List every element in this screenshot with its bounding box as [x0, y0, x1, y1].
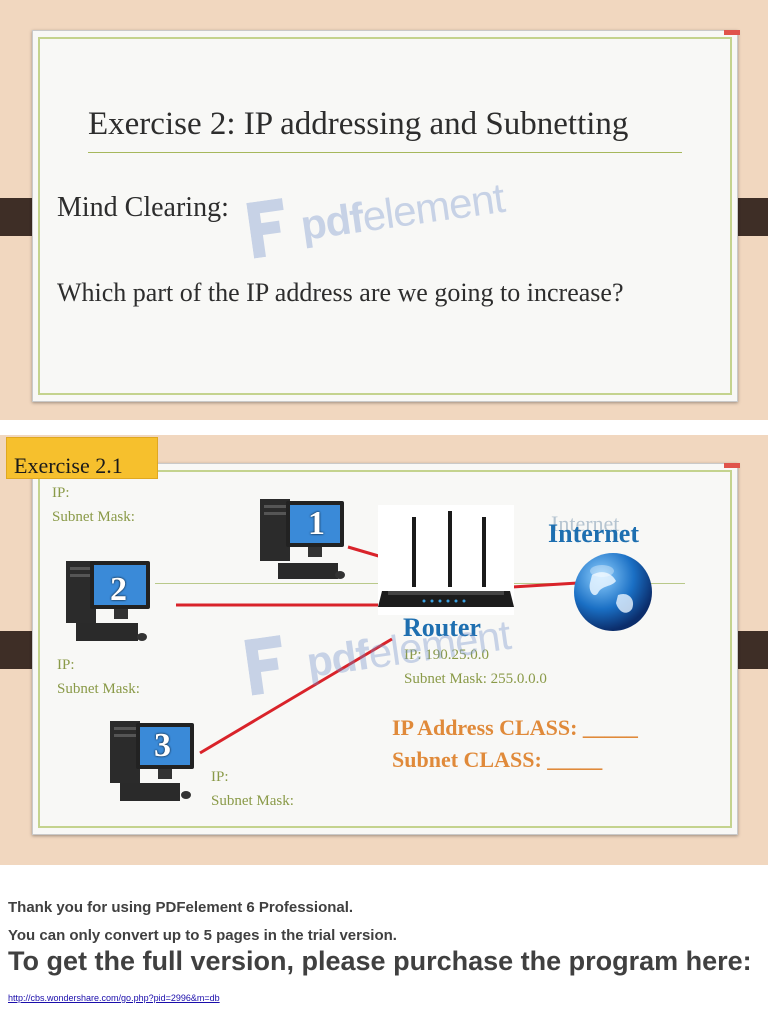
exercise-label: Exercise 2.1: [6, 437, 158, 479]
pc3-mask-label: Subnet Mask:: [211, 793, 294, 809]
router-ip: IP: 190.25.0.0: [404, 647, 490, 663]
slide-mind-clearing: Exercise 2: IP addressing and Subnetting…: [0, 0, 768, 420]
trial-notice-line3: To get the full version, please purchase…: [8, 946, 752, 976]
exercise-label-text: Exercise 2.1: [14, 453, 123, 478]
title-underline: [88, 152, 682, 153]
internet-title: Internet: [548, 519, 639, 548]
link-pc3-router: [199, 637, 393, 755]
slide-card: [32, 30, 738, 402]
trial-notice-line2: You can only convert up to 5 pages in th…: [8, 927, 397, 944]
top-left-ip-label: IP:: [52, 485, 70, 501]
router-mask: Subnet Mask: 255.0.0.0: [404, 671, 547, 687]
top-left-mask-label: Subnet Mask:: [52, 509, 135, 525]
router-title: Router: [403, 613, 481, 642]
pc3-number: 3: [154, 727, 171, 764]
section-heading: Mind Clearing:: [57, 192, 229, 223]
trial-notice-line1: Thank you for using PDFelement 6 Profess…: [8, 899, 354, 916]
slide-corner-tag: [724, 30, 741, 35]
router-icon: [378, 505, 514, 615]
slide-title: Exercise 2: IP addressing and Subnetting: [88, 106, 629, 142]
subnet-class-question: Subnet CLASS: _____: [392, 747, 603, 772]
pc3-ip-label: IP:: [211, 769, 229, 785]
slide-inner-frame: [38, 470, 732, 828]
network-links: [176, 545, 579, 755]
pdfelement-logo-icon: [246, 198, 284, 259]
pc2-number: 2: [110, 571, 127, 608]
ip-class-question: IP Address CLASS: _____: [392, 715, 638, 740]
computer-icon: [260, 499, 345, 579]
pdfelement-logo-icon: [244, 635, 282, 696]
slide-exercise-2-1: Exercise 2.1 IP: Subnet Mask: 1 2 IP: Su…: [0, 435, 768, 865]
globe-icon: [574, 553, 652, 631]
question-text: Which part of the IP address are we goin…: [57, 278, 624, 307]
purchase-link[interactable]: http://cbs.wondershare.com/go.php?pid=29…: [8, 993, 220, 1003]
pc2-mask-label: Subnet Mask:: [57, 681, 140, 697]
slide-corner-tag: [724, 463, 741, 468]
computer-icon: [110, 721, 194, 801]
pc1-number: 1: [308, 505, 325, 542]
slide-inner-frame: [38, 37, 732, 395]
link-router-internet: [511, 581, 579, 589]
link-pc1-router: [347, 545, 383, 559]
internet-ghost-label: Internet: [551, 511, 620, 536]
pc2-ip-label: IP:: [57, 657, 75, 673]
computer-icon: [66, 561, 150, 641]
